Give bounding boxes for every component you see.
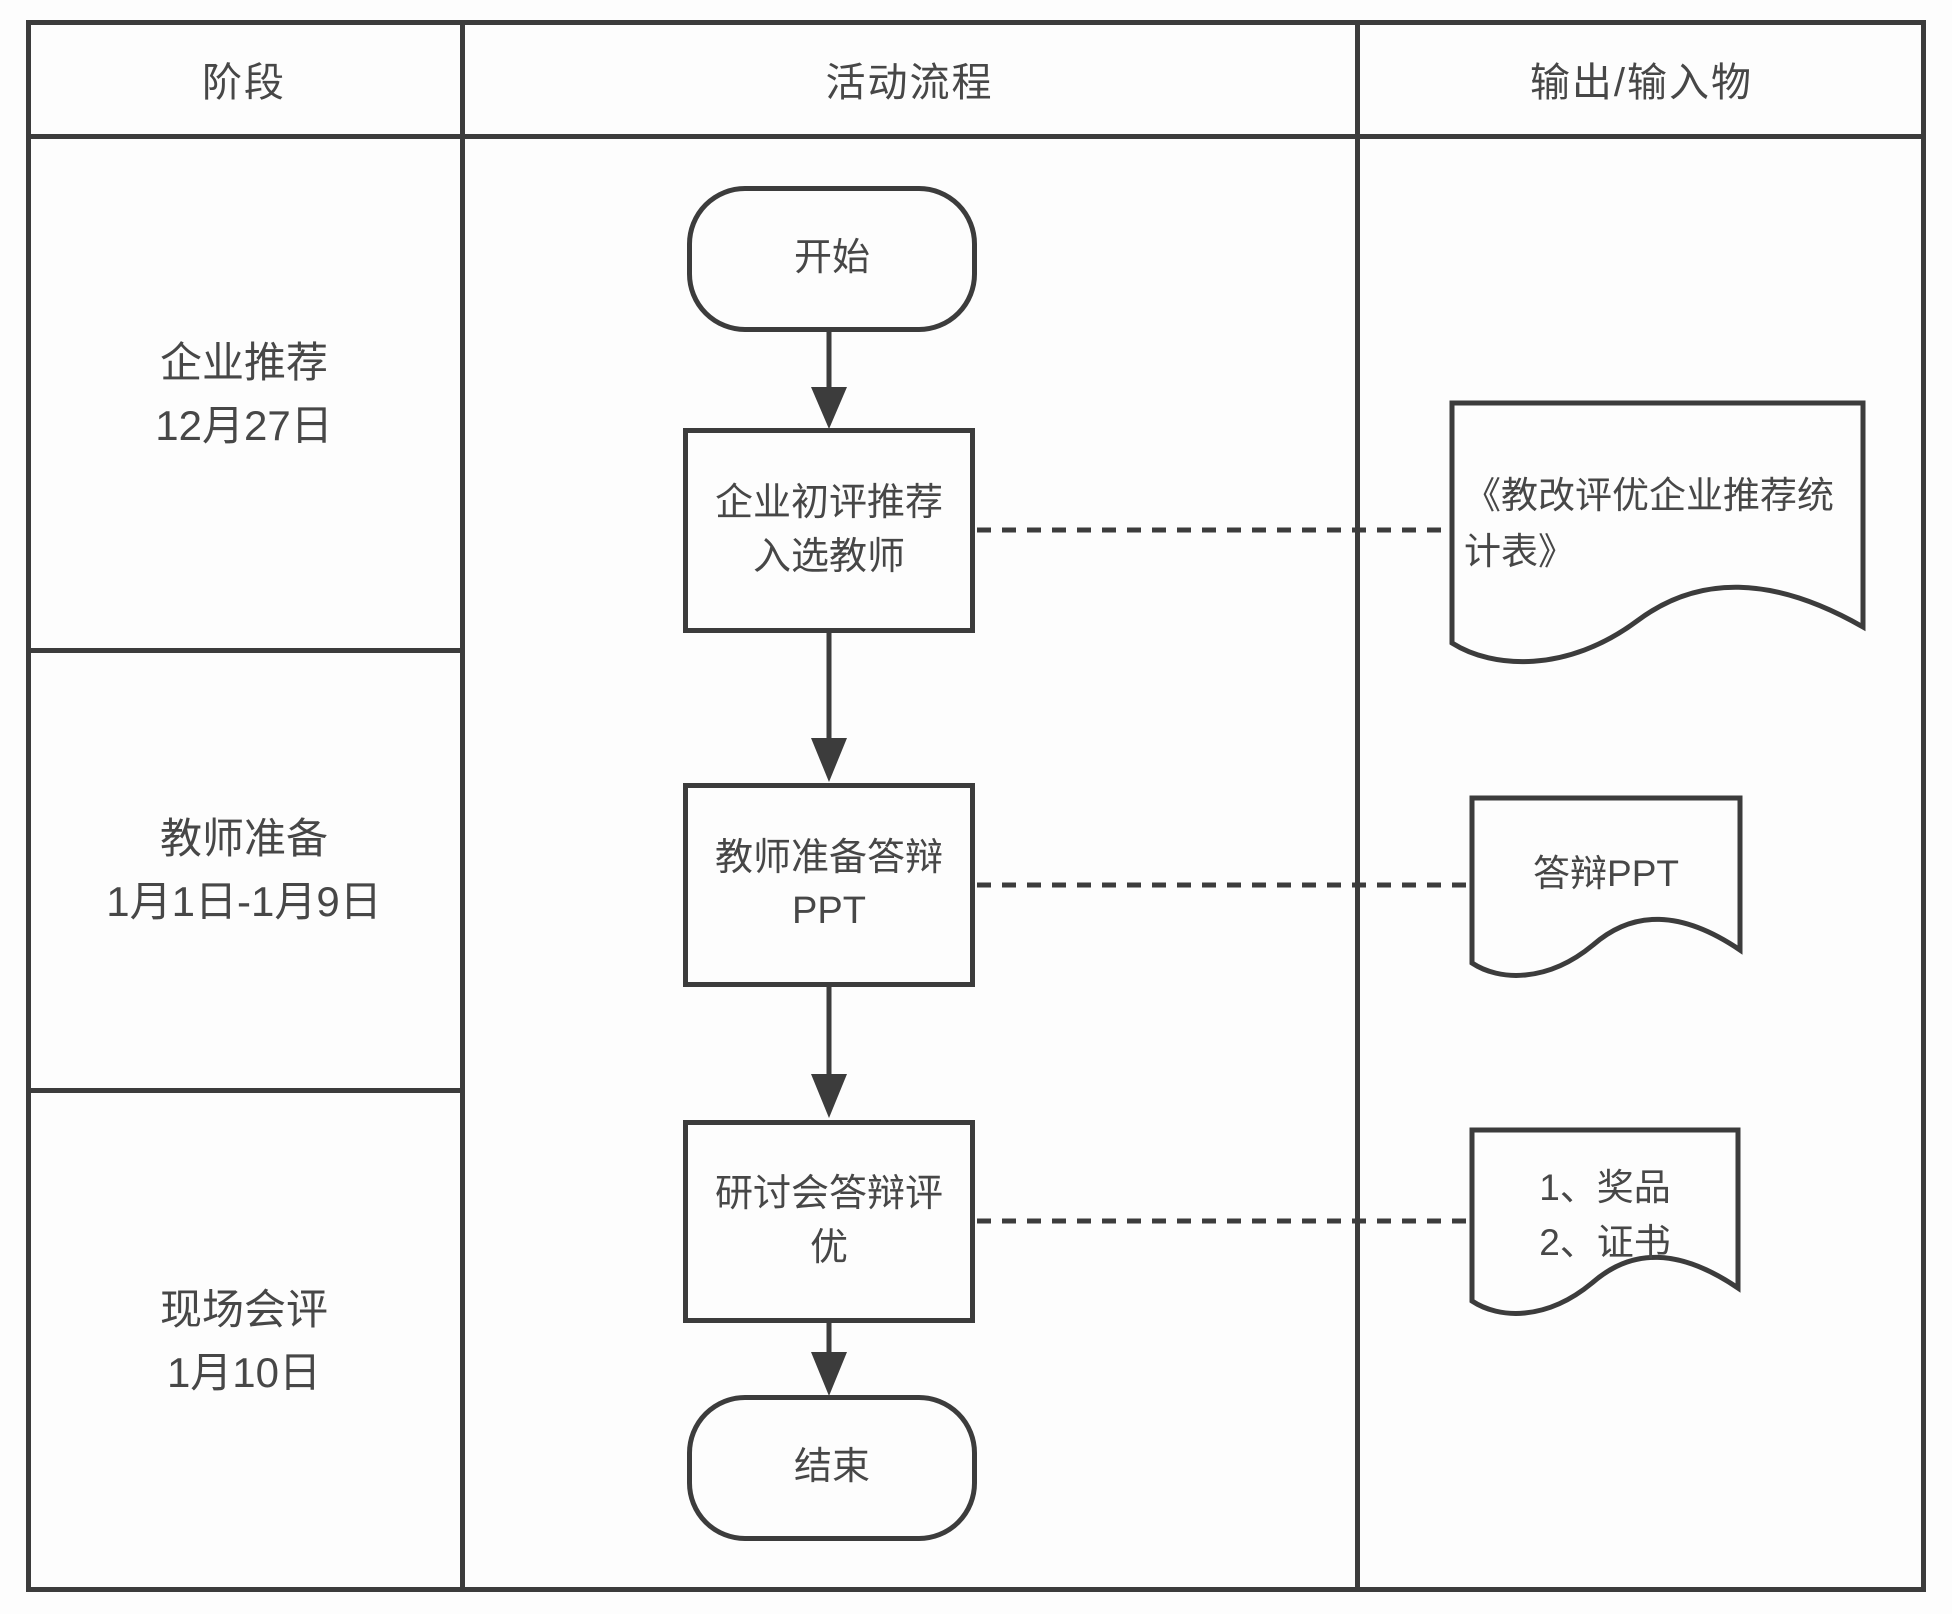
document-text: 1、奖品	[1539, 1166, 1671, 1208]
process-node-2: 教师准备答辩PPT	[683, 783, 975, 987]
table-frame	[26, 20, 1926, 1592]
document-label-2: 答辩PPT	[1472, 798, 1740, 950]
header-cell-stage: 阶段	[26, 20, 462, 137]
process-node-3: 研讨会答辩评优	[683, 1120, 975, 1323]
stage-name: 企业推荐	[159, 338, 328, 386]
document-label-1: 《教改评优企业推荐统计表》	[1464, 468, 1862, 579]
stage-cell-3: 现场会评 1月10日	[26, 1090, 462, 1592]
process-node-label: 研讨会答辩评优	[714, 1173, 943, 1269]
stage-cell-2: 教师准备 1月1日-1月9日	[26, 650, 462, 1090]
document-text: 2、证书	[1539, 1222, 1671, 1263]
header-label-output: 输出/输入物	[1529, 60, 1754, 105]
header-label-stage: 阶段	[202, 60, 286, 105]
stage-date: 12月27日	[155, 401, 333, 449]
header-divider	[26, 134, 1926, 139]
document-text: 《教改评优企业推荐统计表》	[1464, 475, 1834, 572]
header-cell-output: 输出/输入物	[1357, 20, 1926, 137]
stage-name: 现场会评	[159, 1286, 328, 1333]
stage-date: 1月1日-1月9日	[106, 878, 382, 925]
start-node: 开始	[687, 186, 977, 332]
header-cell-flow: 活动流程	[462, 20, 1357, 137]
end-node-label: 结束	[793, 1446, 870, 1489]
process-node-1: 企业初评推荐入选教师	[683, 428, 975, 633]
start-node-label: 开始	[793, 237, 870, 280]
stage-name: 教师准备	[159, 815, 328, 862]
stage-cell-1: 企业推荐 12月27日	[26, 137, 462, 650]
process-node-label: 教师准备答辩PPT	[714, 836, 943, 932]
document-text: 答辩PPT	[1533, 853, 1679, 895]
document-label-3: 1、奖品 2、证书	[1472, 1130, 1738, 1300]
stage-row-divider-2	[26, 1088, 465, 1093]
stage-date: 1月10日	[166, 1349, 322, 1396]
header-label-flow: 活动流程	[825, 60, 994, 105]
end-node: 结束	[687, 1395, 977, 1541]
stage-row-divider-1	[26, 648, 465, 653]
process-node-label: 企业初评推荐入选教师	[714, 482, 943, 578]
column-divider-stage-flow	[460, 20, 465, 1592]
column-divider-flow-output	[1355, 20, 1360, 1592]
